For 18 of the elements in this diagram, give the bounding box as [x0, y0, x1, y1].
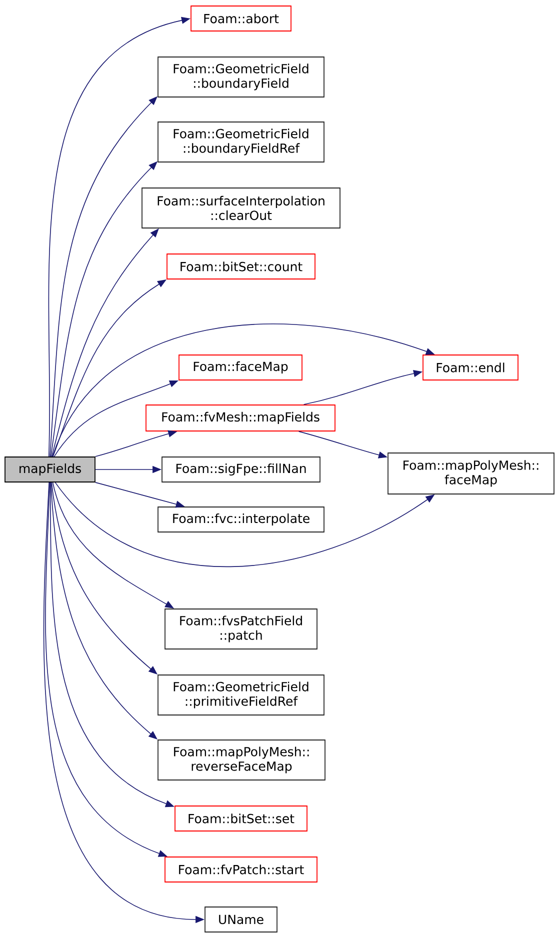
function-box: Foam::GeometricField ::boundaryFieldRef [158, 122, 324, 162]
function-box: Foam::GeometricField ::primitiveFieldRef [158, 674, 324, 716]
function-box: Foam::abort [190, 6, 292, 32]
function-box: Foam::faceMap [178, 354, 302, 380]
function-box: Foam::surfaceInterpolation ::clearOut [142, 188, 340, 228]
function-box: Foam::fvMesh::mapFields [146, 404, 336, 432]
function-box: Foam::fvPatch::start [164, 856, 318, 882]
function-box: Foam::sigFpe::fillNan [162, 456, 320, 482]
function-box: UName [204, 906, 278, 932]
function-box: Foam::fvsPatchField ::patch [164, 608, 318, 650]
function-box: mapFields [4, 456, 96, 482]
function-box: Foam::GeometricField ::boundaryField [158, 56, 324, 98]
function-box: Foam::fvc::interpolate [158, 506, 324, 532]
function-box: Foam::endl [422, 354, 518, 380]
function-box: Foam::mapPolyMesh:: faceMap [388, 452, 554, 494]
function-box: Foam::bitSet::set [174, 806, 308, 832]
function-box: Foam::mapPolyMesh:: reverseFaceMap [158, 740, 326, 780]
function-box: Foam::bitSet::count [166, 254, 316, 280]
